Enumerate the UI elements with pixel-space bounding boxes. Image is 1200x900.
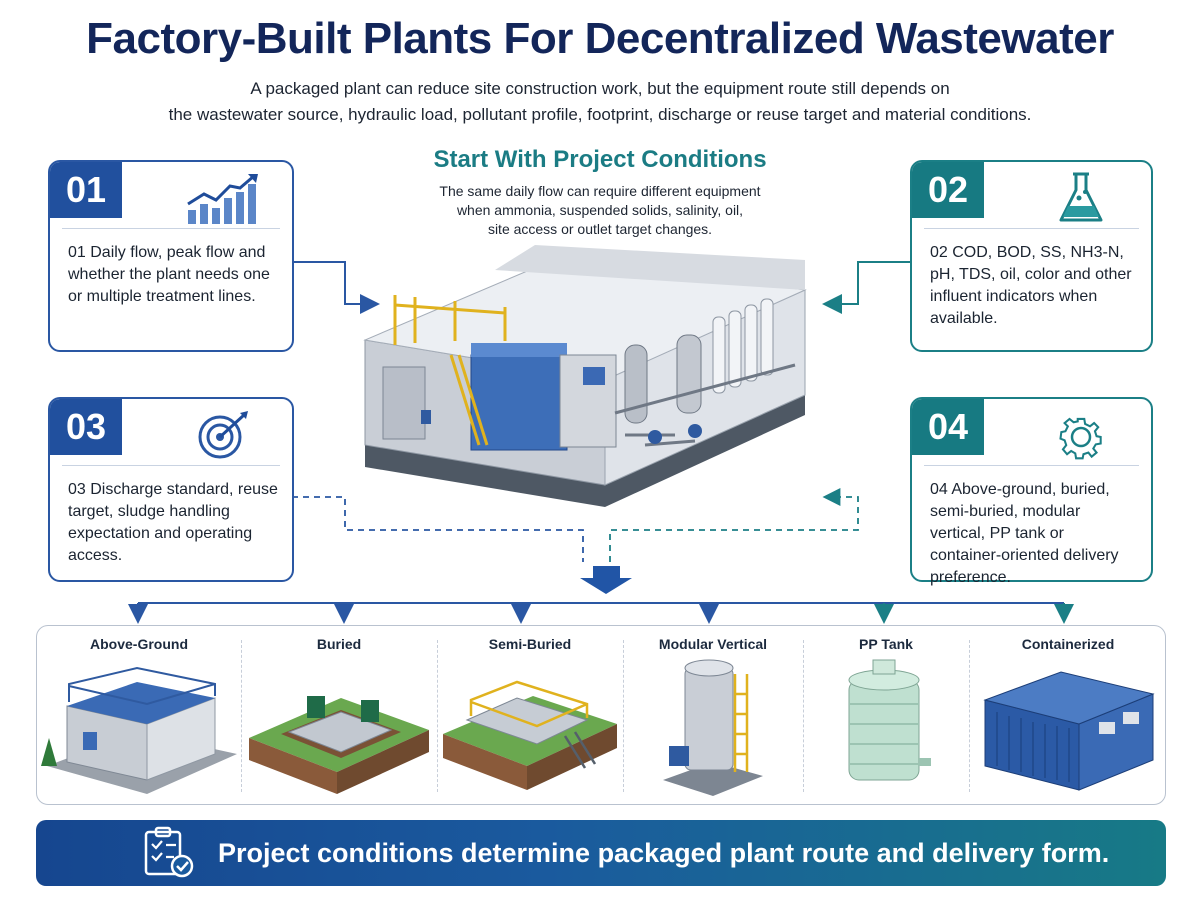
option-containerized: Containerized <box>969 626 1167 806</box>
packaged-plant-illustration <box>363 245 807 507</box>
card-divider <box>924 228 1139 229</box>
option-label: PP Tank <box>859 636 913 652</box>
option-semi-buried: Semi-Buried <box>437 626 623 806</box>
center-text-line: site access or outlet target changes. <box>487 221 713 237</box>
target-icon <box>198 411 248 459</box>
checklist-icon <box>144 826 194 878</box>
option-label: Modular Vertical <box>658 636 768 652</box>
option-divider <box>241 640 242 792</box>
card-body: 01 Daily flow, peak flow and whether the… <box>68 244 270 305</box>
option-above-ground: Above-Ground <box>37 626 241 806</box>
option-modular-vertical: Modular Vertical <box>623 626 803 806</box>
gear-icon <box>1059 417 1102 460</box>
card-body: 03 Discharge standard, reuse target, slu… <box>68 481 278 564</box>
card-number: 02 <box>912 162 984 218</box>
center-text-line: when ammonia, suspended solids, salinity… <box>456 202 744 218</box>
card-number: 04 <box>912 399 984 455</box>
card-divider <box>62 228 280 229</box>
delivery-options-panel: Above-Ground Buried Semi-Buried <box>36 625 1166 805</box>
card-divider <box>62 465 280 466</box>
subtitle-line: the wastewater source, hydraulic load, p… <box>168 105 1032 124</box>
banner-text: Project conditions determine packaged pl… <box>218 838 1110 868</box>
buried-plant-image <box>249 696 429 794</box>
condition-card-01: 01 01 Daily flow, peak flow and whether … <box>48 160 294 352</box>
card-body: 04 Above-ground, buried, semi-buried, mo… <box>930 481 1119 586</box>
pp-tank-image <box>848 659 931 781</box>
condition-card-03: 03 03 Discharge standard, reuse target, … <box>48 397 294 582</box>
option-label: Buried <box>316 636 362 652</box>
option-label: Semi-Buried <box>488 636 572 652</box>
card-number: 03 <box>50 399 122 455</box>
card-body: 02 COD, BOD, SS, NH3-N, pH, TDS, oil, co… <box>930 244 1132 327</box>
center-text-line: The same daily flow can require differen… <box>439 183 761 199</box>
conclusion-banner: Project conditions determine packaged pl… <box>36 820 1166 886</box>
option-buried: Buried <box>241 626 437 806</box>
modular-vertical-plant-image <box>663 659 763 796</box>
subtitle-line: A packaged plant can reduce site constru… <box>250 79 950 98</box>
center-heading: Start With Project Conditions <box>433 146 767 173</box>
flask-icon <box>1059 172 1103 222</box>
option-pp-tank: PP Tank <box>803 626 969 806</box>
option-divider <box>969 640 970 792</box>
card-number: 01 <box>50 162 122 218</box>
option-label: Containerized <box>1021 636 1115 652</box>
center-text: The same daily flow can require differen… <box>400 182 800 239</box>
option-label: Above-Ground <box>90 636 188 652</box>
option-divider <box>623 640 624 792</box>
page-subtitle: A packaged plant can reduce site constru… <box>120 76 1080 128</box>
option-divider <box>803 640 804 792</box>
page-title: Factory-Built Plants For Decentralized W… <box>86 14 1114 63</box>
option-divider <box>437 640 438 792</box>
condition-card-02: 02 02 COD, BOD, SS, NH3-N, pH, TDS, oil,… <box>910 160 1153 352</box>
card-divider <box>924 465 1139 466</box>
container-image <box>983 671 1155 791</box>
bar-chart-icon <box>187 174 258 224</box>
semi-buried-plant-image <box>443 680 617 790</box>
condition-card-04: 04 04 Above-ground, buried, semi-buried,… <box>910 397 1153 586</box>
above-ground-plant-image <box>41 666 237 794</box>
